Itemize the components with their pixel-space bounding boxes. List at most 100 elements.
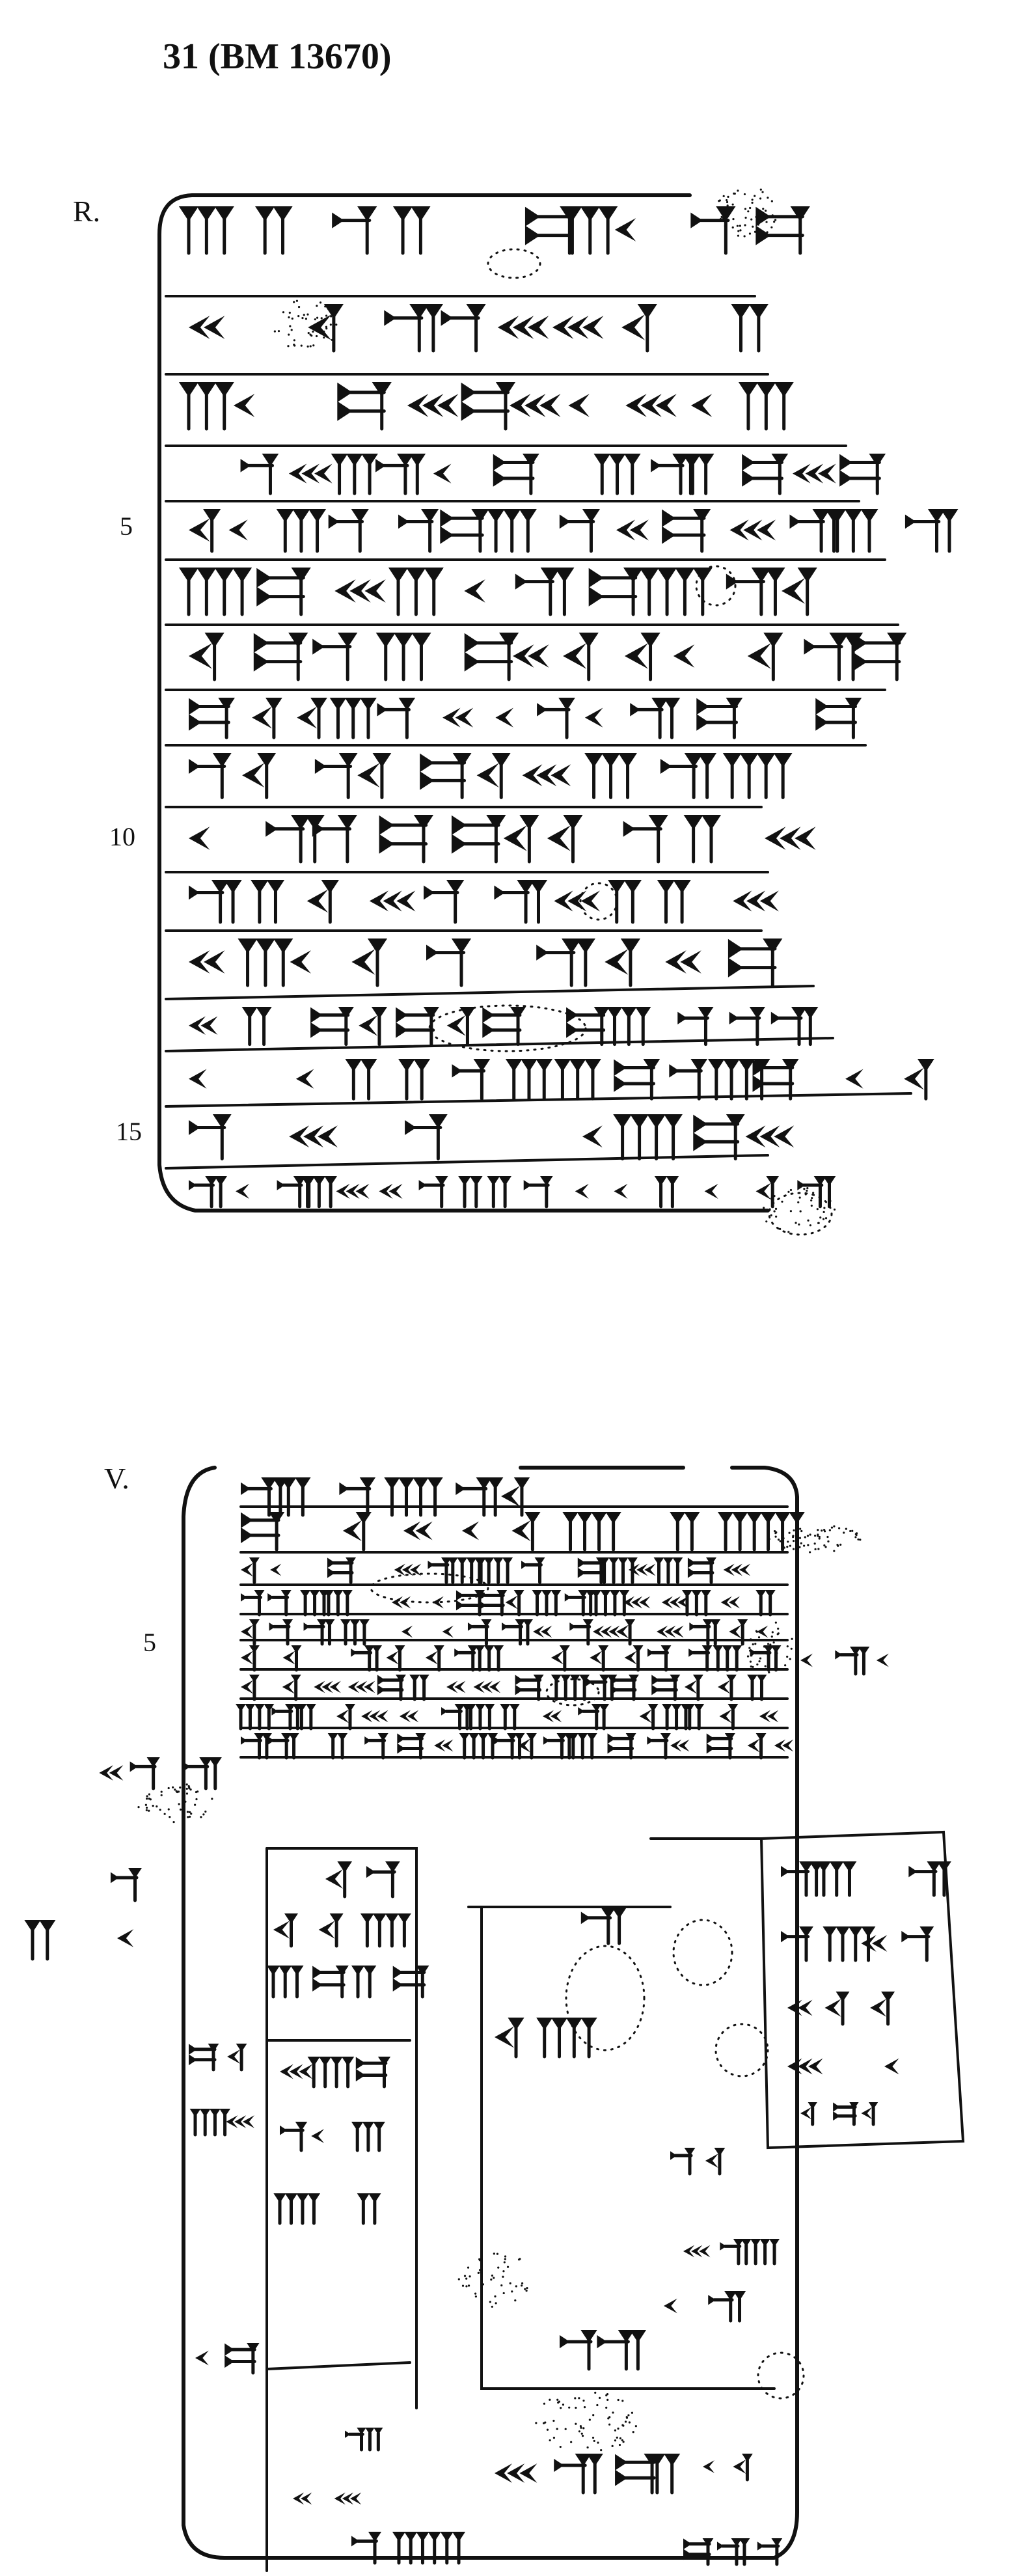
wedge-head: [338, 633, 358, 648]
wedge-head: [755, 225, 771, 245]
stipple-dot: [617, 2398, 619, 2402]
wedge-head: [713, 1645, 724, 1654]
winkelhaken-wedge: [680, 950, 701, 974]
stipple-dot: [596, 2404, 599, 2407]
winkelhaken-wedge: [241, 1624, 253, 1639]
damaged-area-outline: [757, 2351, 805, 2400]
wedge-head: [728, 939, 743, 959]
winkelhaken-wedge: [290, 950, 311, 974]
wedge-head: [714, 2148, 726, 2156]
wedge-head: [473, 1059, 491, 1072]
wedge-head: [365, 2428, 375, 2435]
wedge-head: [569, 1059, 586, 1072]
wedge-head: [649, 2454, 666, 2467]
winkelhaken-wedge: [241, 1651, 253, 1665]
wedge-head: [701, 815, 722, 830]
winkelhaken-wedge: [533, 1625, 545, 1638]
wedge-head: [296, 2193, 309, 2203]
stipple-dot: [749, 1660, 752, 1663]
stipple-dot: [723, 218, 726, 221]
wedge-head: [733, 2239, 744, 2247]
stipple-dot: [509, 2282, 511, 2284]
stipple-dot: [737, 230, 740, 232]
obverse-line-ruling: [165, 1037, 834, 1052]
wedge-head: [264, 1704, 275, 1712]
stipple-dot: [746, 1655, 750, 1658]
wedge-head: [774, 1512, 791, 1524]
wedge-head: [724, 1733, 735, 1742]
wedge-head: [284, 2193, 298, 2203]
stipple-dot: [137, 1806, 140, 1809]
winkelhaken-wedge: [733, 890, 752, 912]
stipple-dot: [316, 305, 318, 307]
wedge-head: [362, 2122, 375, 2131]
winkelhaken-wedge: [200, 1016, 218, 1035]
winkelhaken-wedge: [289, 2064, 303, 2079]
winkelhaken-wedge: [403, 1521, 421, 1541]
stipple-dot: [821, 1529, 823, 1532]
wedge-head: [375, 633, 396, 648]
stipple-dot: [774, 1532, 777, 1535]
stipple-dot: [521, 2282, 524, 2284]
winkelhaken-wedge: [355, 1183, 370, 1199]
stipple-dot: [769, 1643, 772, 1646]
wedge-head: [551, 1590, 562, 1598]
wedge-head: [241, 1736, 247, 1745]
stipple-dot: [822, 1218, 825, 1220]
stipple-dot: [766, 231, 769, 234]
stipple-dot: [765, 221, 768, 223]
wedge-head: [556, 1733, 567, 1742]
wedge-head: [599, 1704, 610, 1712]
wedge-head: [580, 206, 600, 222]
stipple-dot: [300, 344, 303, 347]
stipple-dot: [549, 2439, 551, 2442]
reverse-line-number-5: 5: [143, 1628, 156, 1657]
stipple-dot: [167, 1808, 170, 1811]
stipple-dot: [761, 219, 763, 223]
wedge-head: [265, 821, 278, 837]
stipple-dot: [854, 1536, 857, 1539]
stipple-dot: [758, 215, 761, 217]
stipple-dot: [750, 218, 753, 221]
wedge-head: [423, 1007, 439, 1019]
stipple-dot: [557, 2401, 560, 2404]
winkelhaken-wedge: [568, 394, 590, 417]
winkelhaken-wedge: [731, 1563, 742, 1576]
wedge-head: [536, 944, 549, 961]
wedge-head: [684, 753, 703, 767]
wedge-head: [692, 1675, 703, 1683]
winkelhaken-wedge: [204, 316, 225, 339]
wedge-head: [324, 1176, 337, 1186]
wedge-head: [514, 1733, 525, 1742]
wedge-head: [747, 1675, 758, 1683]
wedge-head: [502, 1623, 508, 1631]
wedge-head: [675, 568, 695, 583]
winkelhaken-wedge: [608, 1625, 620, 1638]
wedge-head: [344, 698, 362, 711]
stipple-dot: [493, 2277, 495, 2279]
wedge-head: [346, 1557, 357, 1566]
winkelhaken-wedge: [624, 1651, 637, 1665]
stipple-dot: [759, 197, 762, 200]
stipple-dot: [774, 1621, 777, 1624]
stipple-dot: [496, 2253, 499, 2255]
stipple-dot: [504, 2258, 506, 2260]
stipple-dot: [806, 1535, 810, 1537]
stipple-dot: [169, 1816, 171, 1818]
wedge-head: [262, 454, 279, 467]
stipple-dot: [843, 1531, 845, 1534]
wedge-head: [835, 1650, 843, 1660]
wedge-head: [940, 509, 959, 523]
stipple-dot: [290, 329, 293, 331]
wedge-head: [189, 759, 200, 774]
stipple-dot: [733, 192, 736, 195]
wedge-head: [565, 2018, 582, 2031]
stipple-dot: [748, 1647, 751, 1649]
wedge-head: [765, 568, 785, 583]
obverse-line-number-10: 10: [109, 822, 135, 851]
stipple-dot: [172, 1786, 174, 1788]
winkelhaken-wedge: [720, 1596, 732, 1609]
winkelhaken-wedge: [582, 316, 604, 339]
stipple-dot: [731, 203, 734, 206]
winkelhaken-wedge: [288, 463, 307, 484]
